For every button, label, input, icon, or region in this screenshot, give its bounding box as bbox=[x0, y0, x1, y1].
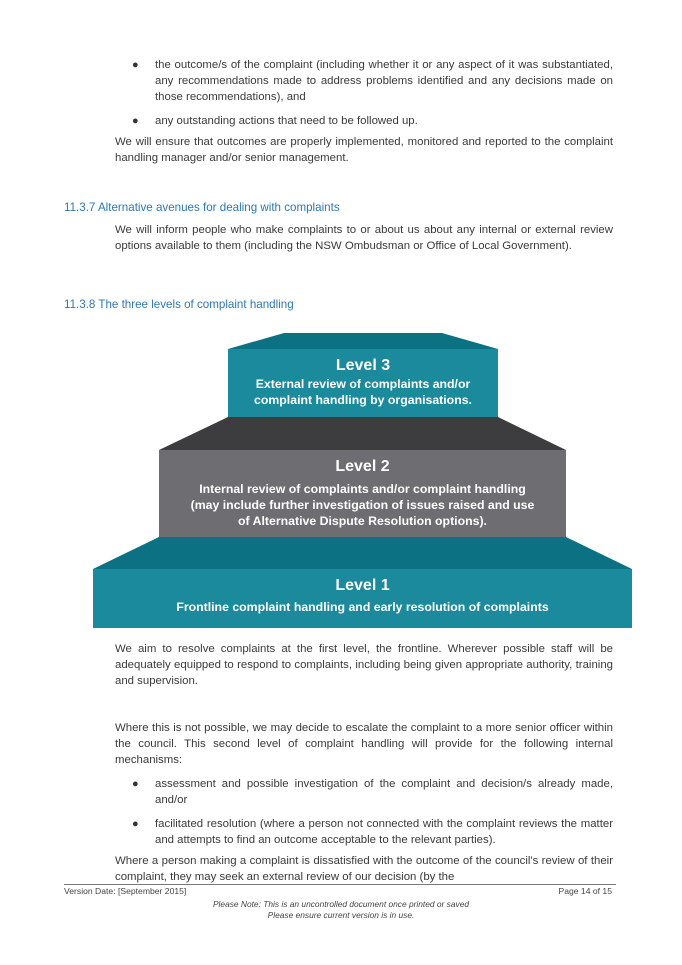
section-heading-1137: 11.3.7 Alternative avenues for dealing w… bbox=[64, 201, 340, 214]
footer-note-line2: Please ensure current version is in use. bbox=[267, 910, 415, 920]
bullet-dot-icon: ● bbox=[132, 59, 139, 71]
internal-mechanisms-list: ● assessment and possible investigation … bbox=[115, 776, 613, 856]
level3-title: Level 3 bbox=[335, 357, 391, 374]
escalate-paragraph: Where this is not possible, we may decid… bbox=[115, 722, 613, 766]
bullet-dot-icon: ● bbox=[132, 818, 139, 830]
footer-divider bbox=[64, 884, 616, 885]
level2-desc-line3: of Alternative Dispute Resolution option… bbox=[238, 514, 487, 528]
bullet-item: ● assessment and possible investigation … bbox=[115, 776, 613, 808]
complaint-levels-pyramid bbox=[93, 333, 632, 628]
level3-top-bevel bbox=[228, 333, 498, 349]
bullet-text: any outstanding actions that need to be … bbox=[155, 115, 418, 127]
section-heading-1138: 11.3.8 The three levels of complaint han… bbox=[64, 298, 294, 311]
bullet-text: assessment and possible investigation of… bbox=[155, 778, 613, 806]
frontline-paragraph: We aim to resolve complaints at the firs… bbox=[115, 643, 613, 687]
outcome-bullet-list: ● the outcome/s of the complaint (includ… bbox=[115, 57, 613, 137]
level1-face bbox=[93, 569, 632, 628]
bullet-item: ● any outstanding actions that need to b… bbox=[115, 113, 613, 129]
level3-label: Level 3 External review of complaints an… bbox=[228, 356, 498, 408]
bullet-item: ● the outcome/s of the complaint (includ… bbox=[115, 57, 613, 105]
level3-desc-line1: External review of complaints and/or bbox=[255, 377, 471, 391]
dissatisfied-paragraph: Where a person making a complaint is dis… bbox=[115, 855, 613, 883]
bullet-text: the outcome/s of the complaint (includin… bbox=[155, 59, 613, 103]
bullet-dot-icon: ● bbox=[132, 778, 139, 790]
bullet-dot-icon: ● bbox=[132, 115, 139, 127]
level1-title: Level 1 bbox=[335, 577, 390, 594]
level2-desc-line2: (may include further investigation of is… bbox=[190, 498, 535, 512]
level2-top-bevel bbox=[159, 417, 566, 450]
level2-label: Level 2 Internal review of complaints an… bbox=[159, 457, 566, 529]
level2-face bbox=[159, 450, 566, 537]
footer-note-line1: Please Note: This is an uncontrolled doc… bbox=[212, 899, 470, 909]
level3-desc-line2: complaint handling by organisations. bbox=[254, 393, 472, 407]
level3-face bbox=[228, 349, 498, 417]
outcomes-paragraph: We will ensure that outcomes are properl… bbox=[115, 136, 613, 164]
level1-label: Level 1 Frontline complaint handling and… bbox=[93, 576, 632, 615]
alternative-avenues-paragraph: We will inform people who make complaint… bbox=[115, 224, 613, 252]
level1-top-bevel bbox=[93, 537, 632, 569]
level2-title: Level 2 bbox=[335, 458, 390, 475]
level2-desc-line1: Internal review of complaints and/or com… bbox=[199, 482, 526, 496]
level1-desc-line1: Frontline complaint handling and early r… bbox=[176, 600, 549, 614]
page-number: Page 14 of 15 bbox=[558, 886, 612, 896]
bullet-text: facilitated resolution (where a person n… bbox=[155, 818, 613, 846]
version-date: Version Date: [September 2015] bbox=[64, 886, 187, 896]
bullet-item: ● facilitated resolution (where a person… bbox=[115, 816, 613, 848]
